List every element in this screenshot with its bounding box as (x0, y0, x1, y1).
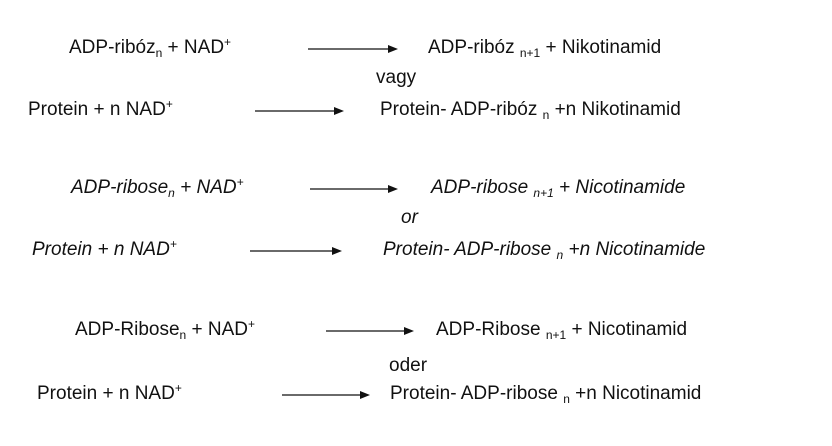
reactant-formula: Protein + n NAD+ (28, 98, 173, 122)
formula-subscript: n (179, 328, 187, 342)
reactant-formula: ADP-Ribosen + NAD+ (75, 318, 255, 342)
formula-text: Protein + n NAD (37, 383, 175, 404)
reaction-arrow-icon (282, 391, 370, 399)
formula-text: Protein + n NAD (28, 99, 166, 120)
formula-subscript: n+1 (533, 186, 554, 200)
formula-text: +n Nicotinamide (563, 239, 706, 260)
formula-superscript: + (174, 381, 182, 395)
formula-text: ADP-Ribose (75, 319, 180, 340)
reaction-arrow-icon (308, 45, 398, 53)
formula-text: +n Nikotinamid (549, 99, 681, 120)
formula-text: + Nikotinamid (540, 37, 662, 58)
formula-subscript: n (542, 108, 550, 122)
formula-text: +n Nicotinamid (569, 383, 702, 404)
formula-text: + NAD (186, 319, 249, 340)
reactant-formula: Protein + n NAD+ (32, 238, 177, 262)
product-formula: ADP-ribose n+1 + Nicotinamide (431, 176, 685, 200)
reactant-formula: Protein + n NAD+ (37, 382, 182, 406)
product-formula: ADP-ribóz n+1 + Nikotinamid (428, 36, 661, 60)
formula-subscript: n (563, 392, 570, 406)
formula-text: + Nicotinamide (553, 177, 686, 198)
formula-subscript: n+1 (519, 46, 541, 60)
formula-text: ADP-ribóz (428, 37, 520, 58)
formula-text: Protein- ADP-ribóz (380, 99, 543, 120)
connector-word: vagy (376, 67, 417, 88)
reactant-formula: ADP-ribózn + NAD+ (69, 36, 231, 60)
formula-text: + NAD (162, 37, 225, 58)
formula-subscript: n (556, 248, 564, 262)
formula-superscript: + (236, 175, 244, 189)
reaction-arrow-icon (255, 107, 344, 115)
product-formula: Protein- ADP-ribose n +n Nicotinamid (390, 382, 701, 406)
reaction-arrow-icon (326, 327, 414, 335)
formula-subscript: n (155, 46, 163, 60)
formula-text: ADP-ribose (71, 177, 169, 198)
formula-subscript: n (168, 186, 175, 200)
formula-text: ADP-ribose (431, 177, 534, 198)
formula-text: + NAD (174, 177, 237, 198)
product-formula: ADP-Ribose n+1 + Nicotinamid (436, 318, 687, 342)
formula-subscript: n+1 (545, 328, 567, 342)
reaction-arrow-icon (310, 185, 398, 193)
reactant-formula: ADP-ribosen + NAD+ (71, 176, 244, 200)
formula-superscript: + (224, 35, 232, 49)
formula-text: + Nicotinamid (566, 319, 688, 340)
product-formula: Protein- ADP-ribóz n +n Nikotinamid (380, 98, 681, 122)
formula-superscript: + (169, 237, 177, 251)
connector-word: oder (389, 355, 428, 376)
connector-word: or (401, 207, 418, 228)
formula-superscript: + (165, 97, 173, 111)
formula-text: Protein- ADP-ribose (390, 383, 564, 404)
formula-text: ADP-ribóz (69, 37, 156, 58)
formula-text: Protein- ADP-ribose (383, 239, 557, 260)
formula-text: Protein + n NAD (32, 239, 170, 260)
product-formula: Protein- ADP-ribose n +n Nicotinamide (383, 238, 705, 262)
formula-superscript: + (248, 317, 256, 331)
reaction-arrow-icon (250, 247, 342, 255)
formula-text: ADP-Ribose (436, 319, 546, 340)
